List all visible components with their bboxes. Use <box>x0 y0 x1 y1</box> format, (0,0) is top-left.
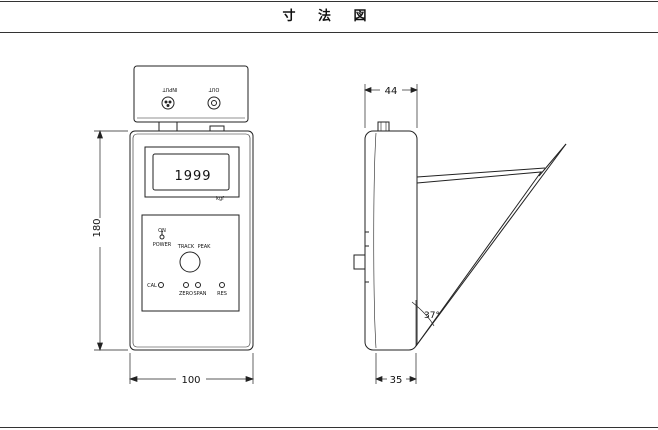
power-label: POWER <box>153 242 172 248</box>
side-body <box>364 130 418 351</box>
width-dimension-label: 100 <box>181 375 200 386</box>
zero-label: ZERO <box>179 291 193 297</box>
res-label: RES <box>217 291 227 297</box>
control-panel <box>141 214 240 312</box>
main-body <box>129 130 254 351</box>
display-bezel <box>144 146 240 198</box>
header-bottom-rule <box>0 32 658 33</box>
lcd-display <box>152 153 230 191</box>
bottom-dimension-label: 35 <box>390 375 403 386</box>
top-dimension <box>364 84 418 128</box>
span-knob-icon <box>195 282 201 288</box>
width-dimension <box>128 353 255 384</box>
header-top-rule <box>0 1 658 2</box>
angle-dimension <box>411 300 435 346</box>
span-label: SPAN <box>193 291 206 297</box>
footer-rule <box>0 427 658 428</box>
bottom-dimension <box>375 353 417 384</box>
height-dimension <box>94 129 128 352</box>
output-connector-label: OUT <box>208 86 220 92</box>
stand-bracket <box>415 171 543 347</box>
input-connector-label: INPUT <box>162 86 178 92</box>
display-unit: kgf <box>216 196 224 202</box>
side-knob <box>353 254 366 270</box>
cal-button-icon <box>158 282 164 288</box>
page-title: 寸 法 図 <box>282 9 376 24</box>
connector-post <box>158 121 178 132</box>
power-switch-icon <box>159 234 165 240</box>
side-view: 37° 44 35 <box>353 84 567 386</box>
res-knob-icon <box>219 282 225 288</box>
top-dimension-label: 44 <box>385 86 398 97</box>
output-connector-icon <box>207 96 221 110</box>
front-view: INPUT OUT 1999 kgf ON POWER TRACK PEAK C… <box>92 65 255 386</box>
peak-label: PEAK <box>198 244 212 250</box>
input-connector-icon <box>161 96 175 110</box>
zero-knob-icon <box>183 282 189 288</box>
side-connector <box>377 121 390 132</box>
height-dimension-label: 180 <box>92 218 103 237</box>
track-peak-knob-icon <box>179 251 201 273</box>
track-label: TRACK <box>177 244 195 250</box>
angle-dimension-label: 37° <box>424 311 440 321</box>
cal-label: CAL <box>147 283 157 289</box>
connector-housing <box>133 65 249 123</box>
display-value: 1999 <box>174 169 211 184</box>
